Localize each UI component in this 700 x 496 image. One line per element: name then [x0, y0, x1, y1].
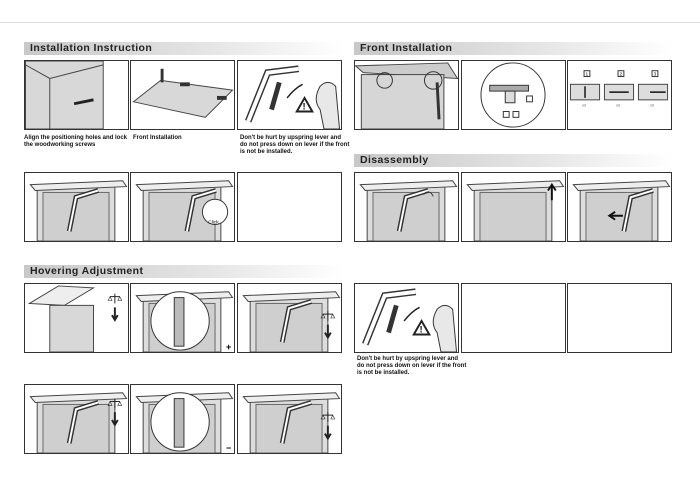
figure-hover-detail-2: [130, 384, 235, 454]
figure-cabinet-hinges: [354, 60, 459, 130]
figure-adjust-steps: 1 2 3 x2 x2 x2: [567, 60, 672, 130]
figure-disassembly-1: [354, 172, 459, 242]
figure-empty: [237, 172, 342, 242]
section-header-front: Front Installation: [354, 42, 672, 55]
step-1-label: 1: [586, 72, 589, 78]
click-label: Click: [208, 220, 219, 226]
section-header-hovering: Hovering Adjustment: [24, 265, 343, 278]
figure-cabinet-lever: [24, 172, 129, 242]
figure-disassembly-2: [461, 172, 566, 242]
figure-warning-lever: [237, 60, 342, 130]
figure-disassembly-3: [567, 172, 672, 242]
figure-hover-detail: [130, 283, 235, 353]
caption-warning: Don't be hurt by upspring lever and do n…: [240, 135, 350, 155]
caption-align: Align the positioning holes and lock the…: [24, 135, 128, 148]
figure-empty-3: [567, 283, 672, 353]
section-header-installation: Installation Instruction: [24, 42, 343, 55]
figure-hover-cabinet: [237, 283, 342, 353]
figure-cabinet-corner: [24, 60, 129, 130]
page-top-rule: [0, 22, 700, 23]
figure-hover-cabinet-2: [237, 384, 342, 454]
section-header-disassembly: Disassembly: [354, 154, 672, 167]
figure-cabinet-click: Click: [130, 172, 235, 242]
figure-front-panel: [130, 60, 235, 130]
x2-label: x2: [582, 103, 586, 108]
figure-hover-open: [24, 283, 129, 353]
figure-hinge-detail: [461, 60, 566, 130]
step-3-label: 3: [654, 72, 657, 78]
caption-front-installation: Front Installation: [133, 135, 182, 141]
x2-label: x2: [616, 103, 620, 108]
x2-label: x2: [650, 103, 654, 108]
caption-warning-2: Don't be hurt by upspring lever and do n…: [357, 356, 467, 376]
figure-hover-open-2: [24, 384, 129, 454]
figure-warning-lever-2: [354, 283, 459, 353]
plus-label: +: [226, 342, 232, 352]
minus-label: −: [226, 443, 232, 453]
step-2-label: 2: [620, 72, 623, 78]
figure-empty-2: [461, 283, 566, 353]
